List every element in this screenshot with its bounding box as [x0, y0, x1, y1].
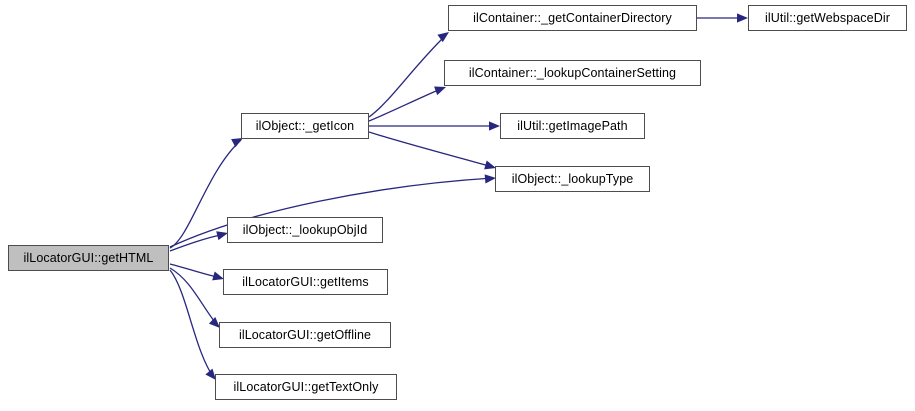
- edge-getIcon-to-lookupContainerSetting: [368, 87, 444, 122]
- node-getImagePath[interactable]: ilUtil::getImagePath: [500, 113, 645, 139]
- node-label-getOffline: ilLocatorGUI::getOffline: [238, 327, 372, 342]
- node-getWebspaceDir[interactable]: ilUtil::getWebspaceDir: [748, 5, 907, 31]
- node-label-getTextOnly: ilLocatorGUI::getTextOnly: [233, 379, 379, 394]
- arrowhead-getContainerDirectory-to-getWebspaceDir: [737, 13, 748, 23]
- node-label-lookupObjId: ilObject::_lookupObjId: [242, 222, 368, 237]
- node-getOffline[interactable]: ilLocatorGUI::getOffline: [219, 322, 391, 348]
- node-getTextOnly[interactable]: ilLocatorGUI::getTextOnly: [215, 374, 397, 400]
- node-label-getItems: ilLocatorGUI::getItems: [242, 274, 369, 289]
- node-label-getImagePath: ilUtil::getImagePath: [517, 118, 628, 133]
- edge-getHTML-to-getTextOnly: [169, 269, 215, 379]
- node-lookupObjId[interactable]: ilObject::_lookupObjId: [227, 217, 383, 243]
- edge-getIcon-to-lookupType: [368, 131, 494, 168]
- edge-getIcon-to-getContainerDirectory: [368, 33, 448, 118]
- node-label-getHTML: ilLocatorGUI::getHTML: [23, 250, 154, 265]
- node-label-getIcon: ilObject::_getIcon: [255, 118, 355, 133]
- arrowhead-getIcon-to-getImagePath: [489, 121, 500, 131]
- node-lookupType[interactable]: ilObject::_lookupType: [495, 166, 650, 192]
- node-label-getContainerDirectory: ilContainer::_getContainerDirectory: [473, 10, 672, 25]
- node-label-getWebspaceDir: ilUtil::getWebspaceDir: [765, 10, 890, 25]
- node-getContainerDirectory[interactable]: ilContainer::_getContainerDirectory: [448, 5, 697, 31]
- node-lookupContainerSetting[interactable]: ilContainer::_lookupContainerSetting: [444, 60, 701, 86]
- node-label-lookupContainerSetting: ilContainer::_lookupContainerSetting: [468, 65, 677, 80]
- node-getItems[interactable]: ilLocatorGUI::getItems: [223, 269, 388, 295]
- edge-getHTML-to-lookupObjId: [169, 233, 226, 252]
- node-label-lookupType: ilObject::_lookupType: [511, 171, 634, 186]
- node-getIcon[interactable]: ilObject::_getIcon: [241, 113, 369, 139]
- edge-getHTML-to-getOffline: [169, 267, 219, 327]
- node-getHTML[interactable]: ilLocatorGUI::getHTML: [8, 245, 169, 271]
- edge-getHTML-to-getItems: [169, 263, 222, 279]
